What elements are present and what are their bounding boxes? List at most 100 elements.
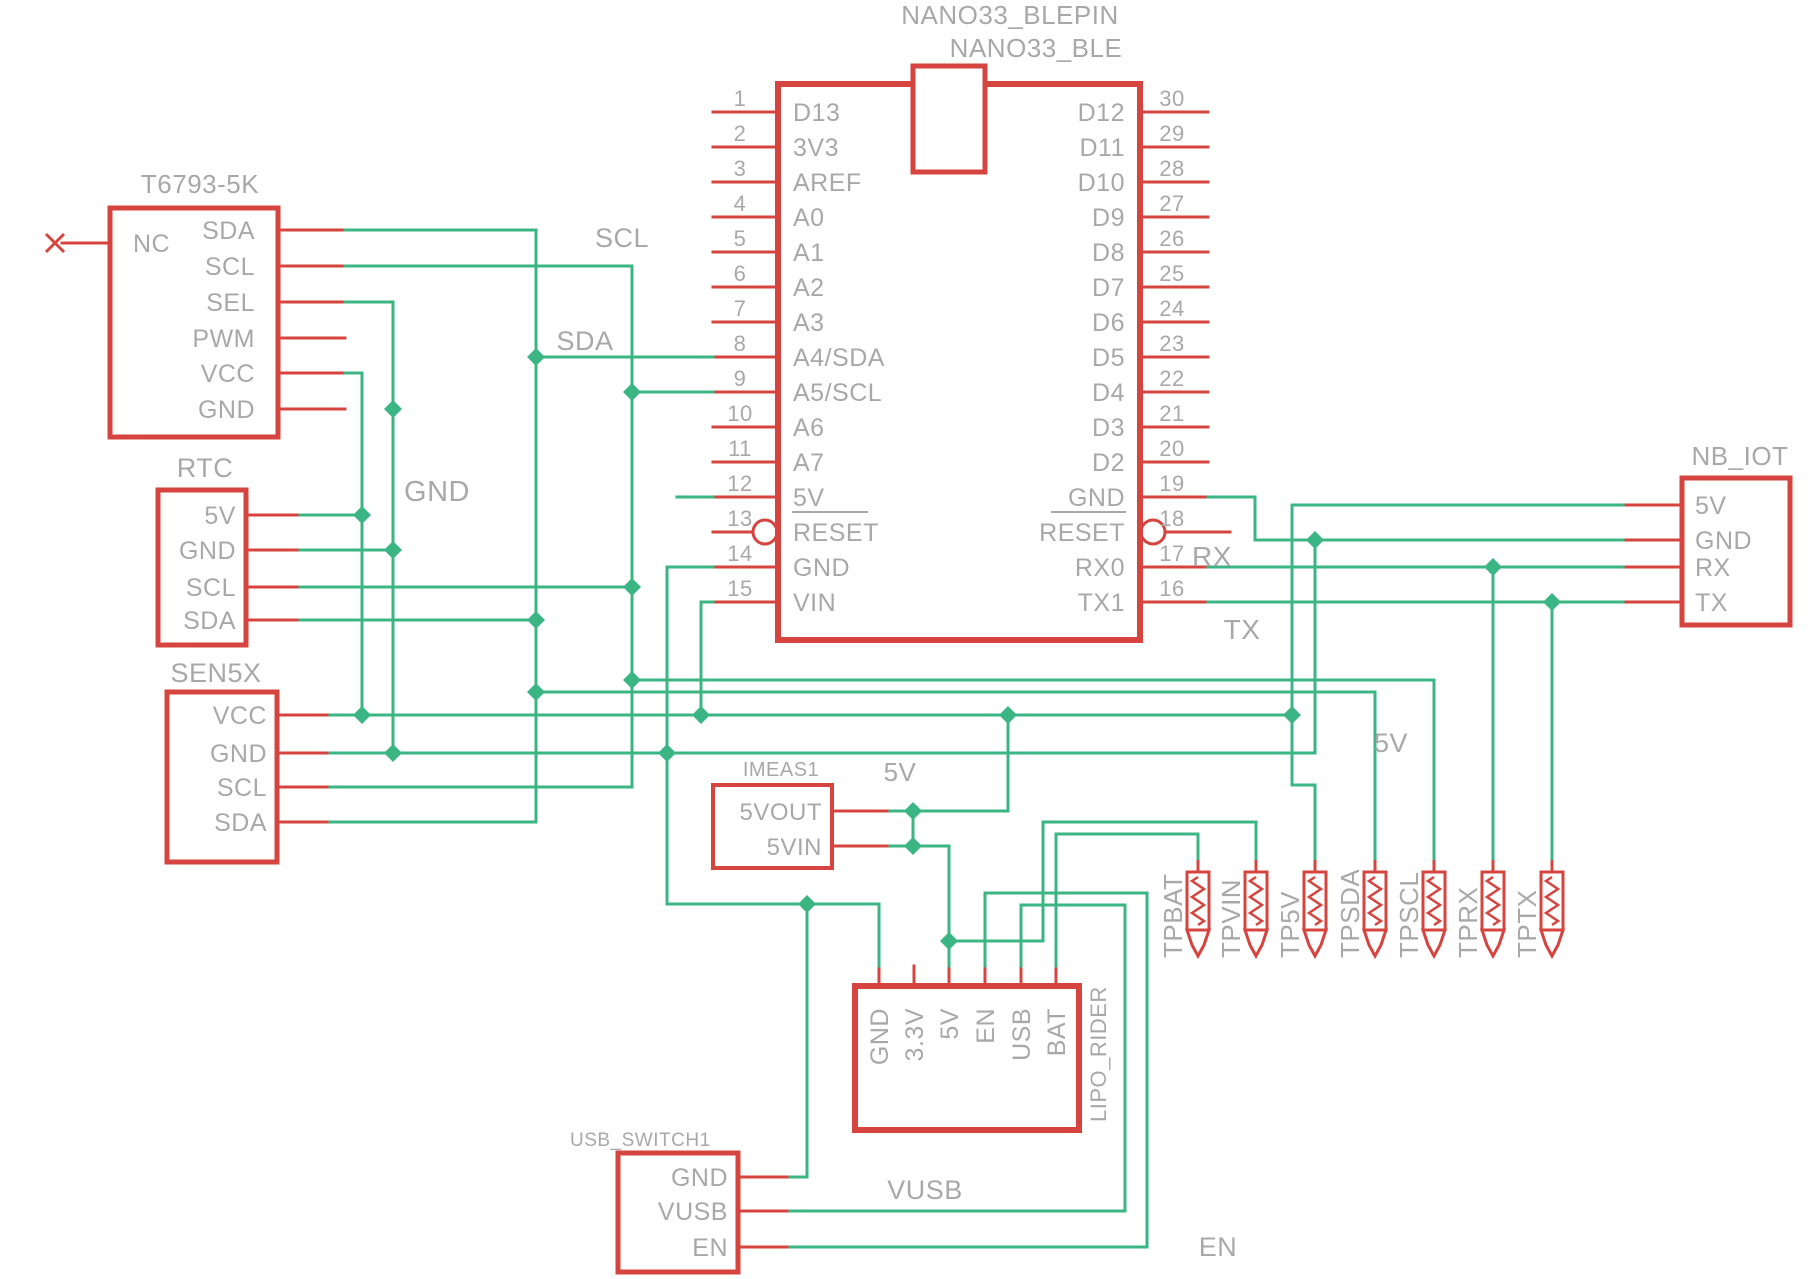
label-d7[interactable]: D7 [1092,274,1125,302]
label-a2[interactable]: A2 [793,274,825,302]
lipo-rider-title[interactable]: LIPO_RIDER [1086,986,1111,1122]
label-19[interactable]: 19 [1159,471,1184,496]
label-29[interactable]: 29 [1159,121,1184,146]
testpoint-tpscl-label[interactable]: TPSCL [1394,872,1424,958]
label-12[interactable]: 12 [727,471,752,496]
label-tx1[interactable]: TX1 [1078,589,1125,617]
label-sda[interactable]: SDA [214,809,267,837]
label-rx[interactable]: RX [1695,554,1731,582]
label-17[interactable]: 17 [1159,541,1184,566]
label-gnd[interactable]: GND [793,554,850,582]
label-vcc[interactable]: VCC [201,360,255,388]
label-5v[interactable]: 5V [1695,492,1727,520]
testpoint-tpvin-label[interactable]: TPVIN [1216,879,1246,958]
label-a3[interactable]: A3 [793,309,825,337]
label-scl[interactable]: SCL [217,774,267,802]
nano33-refdes[interactable]: NANO33_BLEPIN [901,0,1118,30]
label-scl[interactable]: SCL [186,574,236,602]
label-8[interactable]: 8 [734,331,747,356]
net-label-sda[interactable]: SDA [556,326,613,356]
label-rx0[interactable]: RX0 [1075,554,1125,582]
label-28[interactable]: 28 [1159,156,1184,181]
label-27[interactable]: 27 [1159,191,1184,216]
label-gnd[interactable]: GND [1695,527,1752,555]
net-label-scl[interactable]: SCL [595,223,649,253]
label-7[interactable]: 7 [734,296,747,321]
label-a6[interactable]: A6 [793,414,825,442]
label-9[interactable]: 9 [734,366,747,391]
label-3-3v[interactable]: 3.3V [901,1008,929,1061]
t6793-title[interactable]: T6793-5K [141,169,259,199]
usb-switch1-title[interactable]: USB_SWITCH1 [570,1130,711,1151]
label-d6[interactable]: D6 [1092,309,1125,337]
label-26[interactable]: 26 [1159,226,1184,251]
label-reset[interactable]: RESET [793,519,879,547]
label-scl[interactable]: SCL [205,253,255,281]
label-a4-sda[interactable]: A4/SDA [793,344,885,372]
label-24[interactable]: 24 [1159,296,1184,321]
net-label-5v-imeas[interactable]: 5V [884,757,917,787]
label-nc[interactable]: NC [133,230,170,258]
label-11[interactable]: 11 [728,436,752,461]
rtc-body[interactable] [155,487,249,648]
label-30[interactable]: 30 [1159,86,1184,111]
net-label-en[interactable]: EN [1199,1232,1238,1262]
label-gnd[interactable]: GND [1068,484,1125,512]
label-gnd[interactable]: GND [179,537,236,565]
label-5v[interactable]: 5V [204,502,236,530]
label-5v[interactable]: 5V [936,1008,964,1040]
label-3[interactable]: 3 [734,156,747,181]
nano33-value[interactable]: NANO33_BLE [950,33,1123,63]
label-vusb[interactable]: VUSB [658,1198,728,1226]
label-21[interactable]: 21 [1159,401,1184,426]
testpoint-tptx-label[interactable]: TPTX [1512,890,1542,958]
lipo-rider-body[interactable] [852,983,1082,1133]
label-22[interactable]: 22 [1159,366,1184,391]
label-20[interactable]: 20 [1159,436,1184,461]
label-16[interactable]: 16 [1159,576,1184,601]
label-a7[interactable]: A7 [793,449,825,477]
label-aref[interactable]: AREF [793,169,862,197]
testpoint-tprx-label[interactable]: TPRX [1453,887,1483,958]
label-d10[interactable]: D10 [1078,169,1125,197]
label-d4[interactable]: D4 [1092,379,1125,407]
label-5[interactable]: 5 [734,226,747,251]
nbiot-title[interactable]: NB_IOT [1692,441,1789,471]
t6793-body[interactable] [107,205,281,440]
label-d12[interactable]: D12 [1078,99,1125,127]
label-d8[interactable]: D8 [1092,239,1125,267]
label-gnd[interactable]: GND [210,740,267,768]
testpoint-tp5v-label[interactable]: TP5V [1275,891,1305,958]
label-10[interactable]: 10 [727,401,752,426]
label-14[interactable]: 14 [727,541,752,566]
label-gnd[interactable]: GND [671,1164,728,1192]
label-a1[interactable]: A1 [793,239,825,267]
net-label-tx[interactable]: TX [1224,614,1261,645]
label-6[interactable]: 6 [734,261,747,286]
label-4[interactable]: 4 [734,191,747,216]
label-d13[interactable]: D13 [793,99,840,127]
label-a5-scl[interactable]: A5/SCL [793,379,882,407]
label-gnd[interactable]: GND [198,396,255,424]
label-en[interactable]: EN [692,1234,728,1262]
label-5vin[interactable]: 5VIN [767,834,822,861]
label-d5[interactable]: D5 [1092,344,1125,372]
net-label-rx[interactable]: RX [1192,541,1232,572]
net-label-vusb[interactable]: VUSB [887,1175,963,1205]
net-label-5v[interactable]: 5V [1374,728,1408,758]
label-sel[interactable]: SEL [206,289,255,317]
label-pwm[interactable]: PWM [192,325,255,353]
label-15[interactable]: 15 [727,576,752,601]
label-usb[interactable]: USB [1008,1008,1036,1061]
label-d2[interactable]: D2 [1092,449,1125,477]
label-23[interactable]: 23 [1159,331,1184,356]
label-a0[interactable]: A0 [793,204,825,232]
label-3v3[interactable]: 3V3 [793,134,839,162]
nano33-usb-notch[interactable] [910,63,988,175]
sen5x-body[interactable] [164,689,280,865]
usb-switch1-body[interactable] [615,1150,741,1275]
label-en[interactable]: EN [972,1008,1000,1044]
imeas1-title[interactable]: IMEAS1 [743,759,819,781]
rtc-title[interactable]: RTC [177,453,234,483]
label-13[interactable]: 13 [727,506,752,531]
